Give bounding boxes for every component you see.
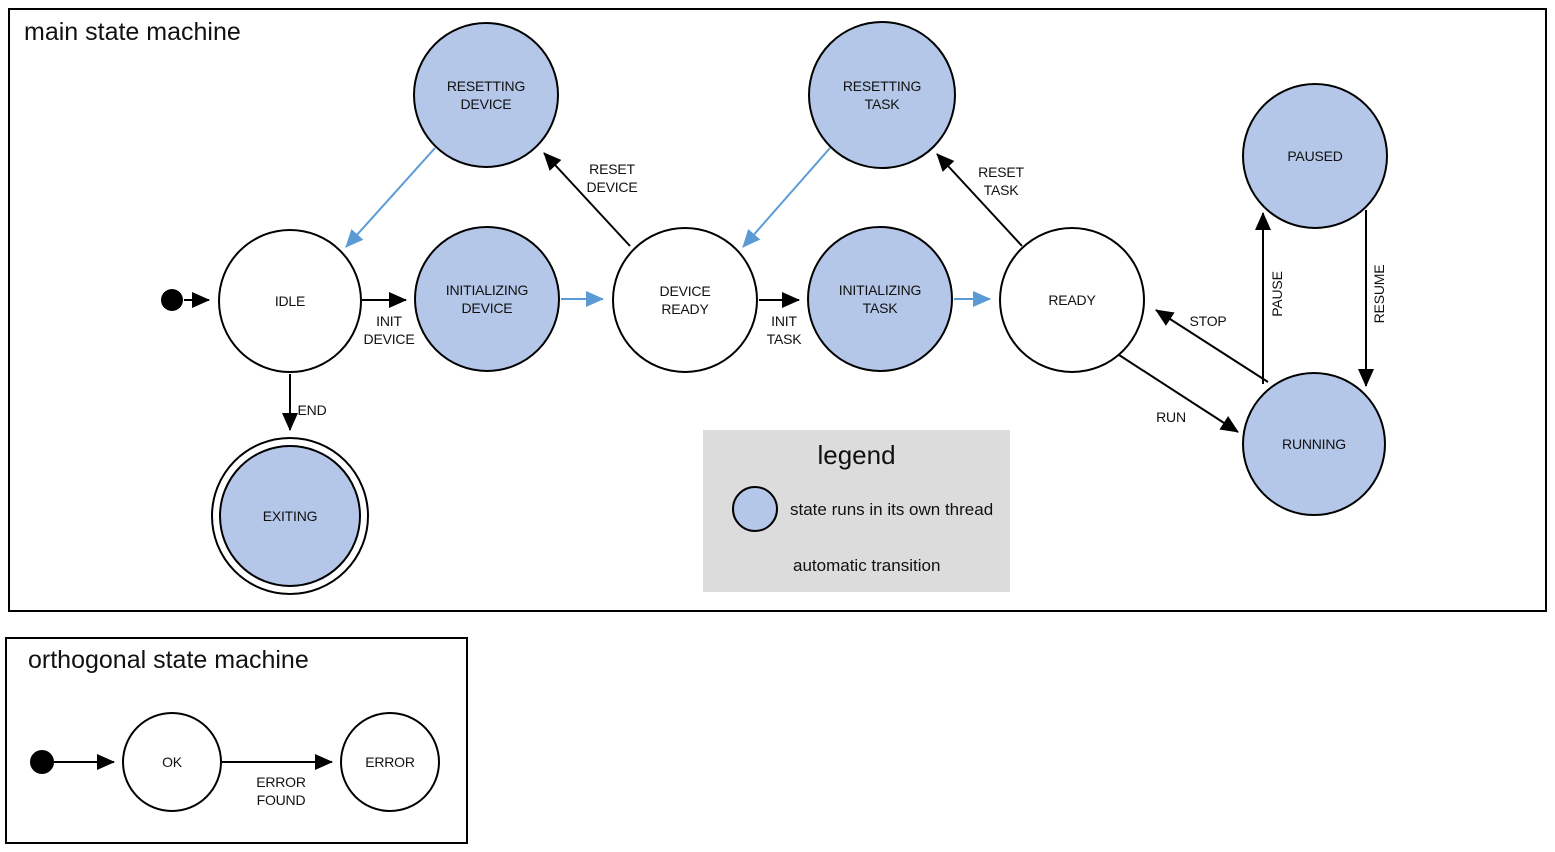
initial-state-dot-main xyxy=(161,289,183,311)
label-reset-device: RESET DEVICE xyxy=(586,161,638,195)
orthogonal-panel-title: orthogonal state machine xyxy=(28,646,309,674)
state-initializing-device: INITIALIZING DEVICE xyxy=(414,226,560,372)
legend-automatic-transition-label: automatic transition xyxy=(793,556,941,575)
state-resetting-task: RESETTING TASK xyxy=(808,21,956,169)
initial-state-dot-orthogonal xyxy=(30,750,54,774)
label-run: RUN xyxy=(1156,409,1186,425)
main-panel-title: main state machine xyxy=(24,18,241,46)
legend-box: legend state runs in its own thread auto… xyxy=(703,430,1010,592)
label-stop: STOP xyxy=(1189,313,1227,329)
label-init-device: INIT DEVICE xyxy=(363,313,415,347)
label-pause: PAUSE xyxy=(1269,271,1285,317)
state-initializing-task: INITIALIZING TASK xyxy=(807,226,953,372)
legend-threaded-state-icon xyxy=(732,486,778,532)
state-resetting-device: RESETTING DEVICE xyxy=(413,22,559,168)
state-error: ERROR xyxy=(340,712,440,812)
label-end: END xyxy=(297,402,327,418)
state-paused: PAUSED xyxy=(1242,83,1388,229)
label-error-found: ERROR FOUND xyxy=(256,774,306,808)
state-exiting-final-outer-ring: EXITING xyxy=(211,437,369,595)
state-ok: OK xyxy=(122,712,222,812)
state-idle: IDLE xyxy=(218,229,362,373)
label-reset-task: RESET TASK xyxy=(978,164,1024,198)
state-device-ready: DEVICE READY xyxy=(612,227,758,373)
state-exiting: EXITING xyxy=(219,445,361,587)
legend-title: legend xyxy=(817,440,896,470)
legend-thread-state-label: state runs in its own thread xyxy=(790,500,994,519)
state-running: RUNNING xyxy=(1242,372,1386,516)
label-init-task: INIT TASK xyxy=(766,313,802,347)
label-resume: RESUME xyxy=(1371,264,1387,324)
state-ready: READY xyxy=(999,227,1145,373)
